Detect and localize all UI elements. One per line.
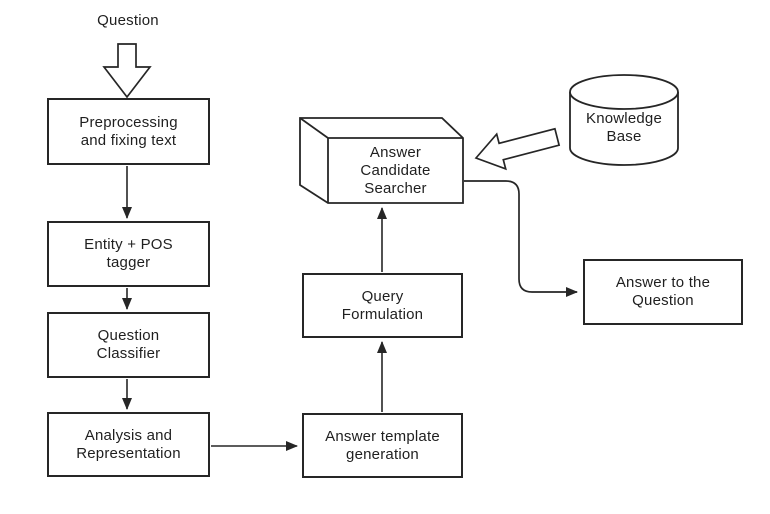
node-query-formulation: Query Formulation	[302, 273, 463, 338]
node-question-classifier-label: Question Classifier	[96, 327, 161, 362]
node-entity-pos-tagger: Entity + POS tagger	[47, 221, 210, 287]
connector-searcher-to-answer	[464, 180, 578, 297]
knowledge-block-arrow-left-icon	[474, 127, 561, 171]
node-answer-candidate-searcher: Answer Candidate Searcher	[330, 140, 461, 202]
question-input-label-text: Question	[97, 12, 159, 29]
node-preprocessing: Preprocessing and fixing text	[47, 98, 210, 165]
node-answer-to-question-label: Answer to the Question	[615, 274, 711, 309]
node-entity-pos-tagger-label: Entity + POS tagger	[84, 236, 173, 271]
node-answer-candidate-searcher-label: Answer Candidate Searcher	[360, 144, 431, 197]
node-answer-to-question: Answer to the Question	[583, 259, 743, 325]
node-question-classifier: Question Classifier	[47, 312, 210, 378]
node-knowledge-base: Knowledge Base	[570, 100, 678, 156]
node-analysis-representation: Analysis and Representation	[47, 412, 210, 477]
answer-candidate-searcher-cube	[299, 117, 464, 204]
question-input-label: Question	[76, 10, 180, 32]
knowledge-base-cylinder	[569, 74, 679, 166]
node-answer-template-generation: Answer template generation	[302, 413, 463, 478]
node-answer-template-generation-label: Answer template generation	[325, 427, 440, 463]
node-analysis-representation-label: Analysis and Representation	[76, 426, 181, 462]
node-knowledge-base-label: Knowledge Base	[585, 110, 663, 145]
node-preprocessing-label: Preprocessing and fixing text	[79, 113, 178, 149]
node-query-formulation-label: Query Formulation	[341, 287, 424, 323]
question-block-arrow-down-icon	[102, 43, 152, 99]
